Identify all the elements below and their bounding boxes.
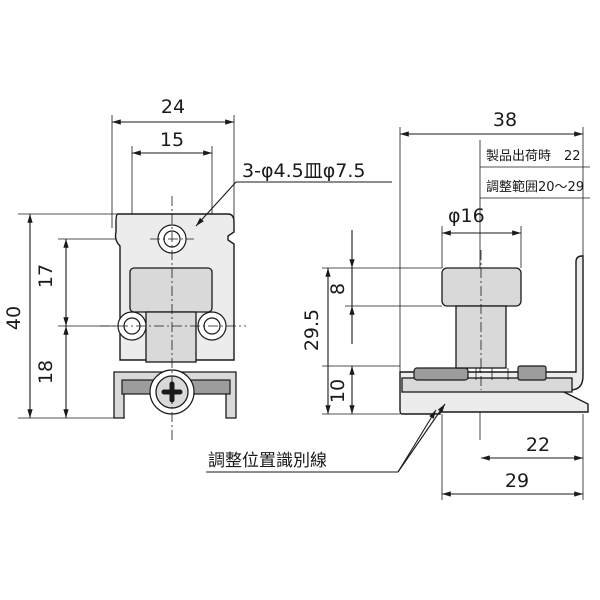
adjust-block — [517, 365, 547, 381]
dim-center-height: 29.5 — [301, 309, 323, 351]
dim-upper: 17 — [35, 264, 57, 288]
adjust-slider — [413, 367, 469, 381]
dim-lower: 18 — [35, 360, 57, 384]
dim-length-total: 38 — [493, 109, 517, 131]
note-shipping: 製品出荷時 22 — [486, 149, 581, 164]
knob-shaft-front — [145, 311, 197, 363]
dim-knob-height: 8 — [327, 283, 349, 295]
front-view: 24 15 40 17 18 — [3, 96, 392, 440]
dim-adjust-max: 29 — [505, 470, 529, 492]
label-adjust-line: 調整位置識別線 — [208, 451, 327, 471]
dim-knob-dia: φ16 — [448, 205, 485, 227]
adjust-line-callout: 調整位置識別線 — [206, 403, 446, 473]
knob-front — [129, 267, 213, 313]
dim-base-height: 10 — [327, 379, 349, 403]
side-rail — [401, 377, 573, 393]
dim-width-total: 24 — [161, 96, 185, 118]
dim-hole-pitch: 15 — [160, 129, 184, 151]
knob-side — [441, 267, 522, 307]
adjust-screw — [149, 369, 195, 415]
side-view: 38 製品出荷時 22 調整範囲20～29 φ16 8 29.5 10 — [301, 109, 590, 500]
dim-height-total: 40 — [3, 306, 25, 330]
hole-callout: 3-φ4.5皿φ7.5 — [242, 160, 365, 182]
note-range: 調整範囲20～29 — [486, 180, 584, 195]
dim-adjust-default: 22 — [526, 434, 550, 456]
